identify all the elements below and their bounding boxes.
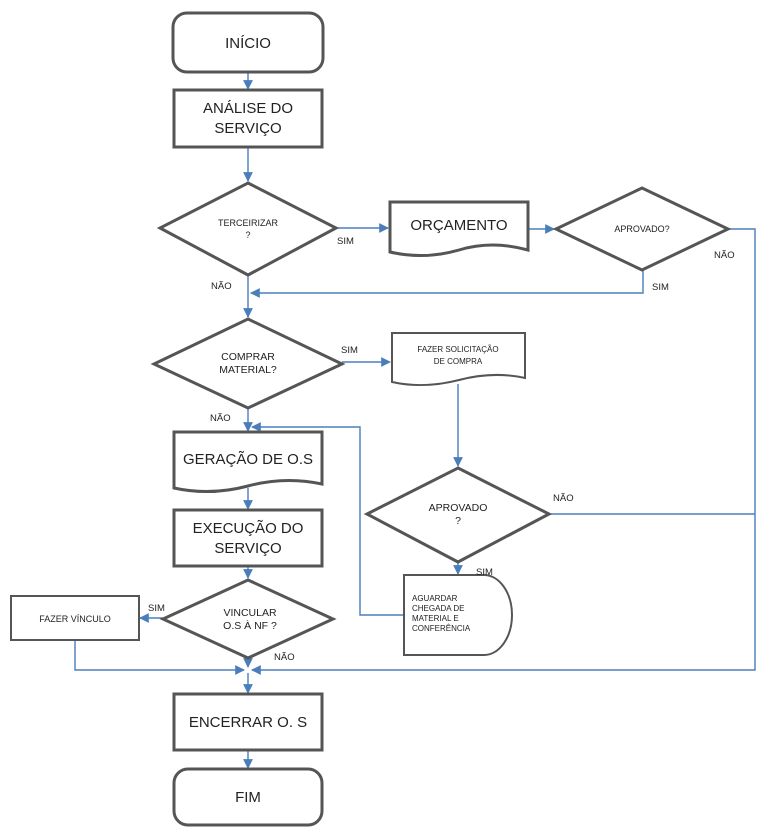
node-inicio: INÍCIO xyxy=(171,11,325,74)
node-aprovado2-label-1: APROVADO xyxy=(429,502,488,514)
node-aprovado2-label-2: ? xyxy=(455,515,461,527)
connectors xyxy=(74,72,756,769)
label-aprovado2-nao: NÃO xyxy=(553,493,574,504)
node-comprar-label-1: COMPRAR xyxy=(221,351,275,363)
label-comprar-sim: SIM xyxy=(341,345,358,356)
node-aguardar-label-4: CONFERÊNCIA xyxy=(412,624,471,633)
node-execucao-label-2: SERVIÇO xyxy=(214,540,281,557)
node-execucao-label-1: EXECUÇÃO DO xyxy=(193,520,304,537)
edge-aprovado-nao-return xyxy=(251,228,756,675)
node-execucao-servico: EXECUÇÃO DO SERVIÇO xyxy=(172,508,324,568)
node-solicitacao-compra: FAZER SOLICITAÇÃO DE COMPRA xyxy=(391,332,526,387)
node-aguardar-label-2: CHEGADA DE xyxy=(412,604,464,613)
label-aprovado-nao: NÃO xyxy=(714,250,735,261)
node-comprar-material: COMPRAR MATERIAL? xyxy=(150,317,346,410)
node-analise-label-1: ANÁLISE DO xyxy=(203,100,293,117)
node-geracao-os: GERAÇÃO DE O.S xyxy=(172,430,324,494)
node-geracao-label: GERAÇÃO DE O.S xyxy=(183,451,313,468)
node-aprovado: APROVADO? xyxy=(552,186,732,272)
node-encerrar-label: ENCERRAR O. S xyxy=(189,714,307,731)
node-fazer-vinculo: FAZER VÍNCULO xyxy=(10,595,140,641)
node-terceirizar-label-2: ? xyxy=(245,230,250,240)
label-aprovado2-sim: SIM xyxy=(476,567,493,578)
node-inicio-label: INÍCIO xyxy=(225,35,271,52)
label-terceirizar-sim: SIM xyxy=(337,236,354,247)
node-vincular-label-1: VINCULAR xyxy=(223,607,277,619)
node-aprovado-label: APROVADO? xyxy=(614,224,669,234)
node-comprar-label-2: MATERIAL? xyxy=(219,364,277,376)
node-aguardar-label-3: MATERIAL E xyxy=(412,614,459,623)
label-vincular-sim: SIM xyxy=(148,603,165,614)
node-solicitacao-label-2: DE COMPRA xyxy=(434,357,483,366)
edge-aguardar-loop xyxy=(251,422,403,616)
label-aprovado-sim: SIM xyxy=(652,282,669,293)
node-analise-label-2: SERVIÇO xyxy=(214,120,281,137)
label-vincular-nao: NÃO xyxy=(274,652,295,663)
node-fim: FIM xyxy=(172,767,324,827)
node-fazer-vinculo-label: FAZER VÍNCULO xyxy=(39,614,111,624)
edge-aprovado-sim-merge xyxy=(250,270,644,298)
edge-fazer-vinculo-merge xyxy=(74,640,245,675)
node-orcamento: ORÇAMENTO xyxy=(388,200,530,258)
edge-labels: SIM NÃO NÃO SIM SIM NÃO NÃO SIM SIM NÃO xyxy=(148,236,735,663)
node-orcamento-label: ORÇAMENTO xyxy=(410,217,507,234)
node-aguardar-material: AGUARDAR CHEGADA DE MATERIAL E CONFERÊNC… xyxy=(403,574,513,656)
node-solicitacao-label-1: FAZER SOLICITAÇÃO xyxy=(417,345,498,354)
node-encerrar-os: ENCERRAR O. S xyxy=(172,692,324,752)
node-analise-servico: ANÁLISE DO SERVIÇO xyxy=(172,88,324,149)
node-terceirizar-label-1: TERCEIRIZAR xyxy=(218,218,279,228)
label-comprar-nao: NÃO xyxy=(210,413,231,424)
node-aguardar-label-1: AGUARDAR xyxy=(412,594,458,603)
node-vincular: VINCULAR O.S À NF ? xyxy=(159,578,337,660)
label-terceirizar-nao: NÃO xyxy=(211,281,232,292)
node-terceirizar: TERCEIRIZAR ? xyxy=(156,181,340,277)
node-vincular-label-2: O.S À NF ? xyxy=(223,619,277,632)
node-aprovado-compra: APROVADO ? xyxy=(363,466,553,564)
node-fim-label: FIM xyxy=(235,789,261,806)
